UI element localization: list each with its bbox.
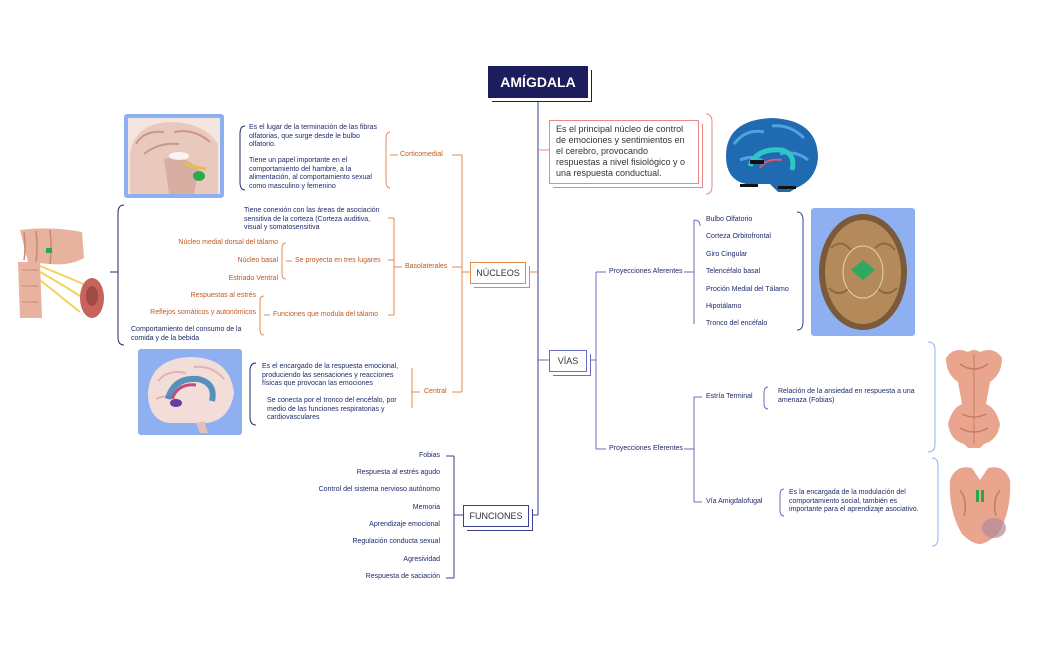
- modulates-label[interactable]: Funciones que modula del tálamo: [273, 311, 379, 318]
- aferente-item: Hipotálamo: [706, 303, 742, 310]
- funcion-item: Fobias: [418, 452, 440, 459]
- brain-limbic-image: [138, 349, 242, 435]
- corticomedial-label[interactable]: Corticomedial: [400, 151, 443, 158]
- projects-label[interactable]: Se proyecta en tres lugares: [295, 257, 381, 264]
- central-text-1: Es el encargado de la respuesta emociona…: [262, 363, 399, 388]
- funcion-item: Agresividad: [403, 556, 440, 563]
- basolaterales-connection: Tiene conexión con las áreas de asociaci…: [244, 207, 380, 232]
- aferente-item: Telencéfalo basal: [706, 268, 761, 275]
- project-item: Estriado Ventral: [228, 275, 278, 282]
- funciones-node[interactable]: FUNCIONES: [463, 505, 529, 527]
- aferente-item: Tronco del encéfalo: [706, 320, 768, 327]
- corticomedial-text-1: Es el lugar de la terminación de las fib…: [249, 124, 378, 149]
- amigdalofugal-text: Es la encargada de la modulación del com…: [789, 489, 919, 514]
- project-item: Núcleo basal: [237, 257, 278, 264]
- aferente-item: Giro Cingular: [706, 251, 748, 258]
- central-label[interactable]: Central: [424, 388, 447, 395]
- aferente-item: Corteza Orbitofrontal: [706, 233, 771, 240]
- brainstem-section-image: [946, 460, 1014, 546]
- brain-3d-image: [720, 114, 822, 194]
- corticomedial-text-2: Tiene un papel importante en el comporta…: [249, 157, 372, 190]
- project-item: Núcleo medial dorsal del tálamo: [178, 239, 278, 246]
- olfactory-pathway-image: [10, 226, 106, 322]
- estria-text: Relación de la ansiedad en respuesta a u…: [778, 388, 915, 404]
- aferentes-label[interactable]: Proyecciones Aferentes: [609, 268, 683, 275]
- estria-label[interactable]: Estría Terminal: [706, 393, 753, 400]
- modulates-item: Comportamiento del consumo de la comida …: [131, 326, 242, 342]
- central-text-2: Se conecta por el tronco del encéfalo, p…: [267, 397, 397, 422]
- funcion-item: Memoria: [412, 504, 440, 511]
- modulates-item: Respuestas al estrés: [190, 292, 256, 299]
- modulates-item: Reflejos somáticos y autonómicos: [150, 309, 256, 316]
- funcion-item: Aprendizaje emocional: [369, 521, 440, 528]
- definition-box[interactable]: Es el principal núcleo de control de emo…: [549, 120, 699, 184]
- funcion-item: Respuesta al estrés agudo: [356, 469, 440, 476]
- brain-sagittal-image: [124, 114, 224, 198]
- eferentes-label[interactable]: Proyecciones Eferentes: [609, 445, 683, 452]
- vias-node[interactable]: VÍAS: [549, 350, 587, 372]
- brain-axial-image: [811, 208, 915, 336]
- funcion-item: Control del sistema nervioso autónomo: [318, 486, 440, 493]
- brainstem-image: [940, 344, 1008, 450]
- funcion-item: Regulación conducta sexual: [352, 538, 440, 545]
- page-title[interactable]: AMÍGDALA: [488, 66, 588, 98]
- aferente-item: Proción Medial del Tálamo: [706, 286, 789, 293]
- aferente-item: Bulbo Olfatorio: [706, 216, 753, 223]
- funcion-item: Respuesta de saciación: [365, 573, 440, 580]
- basolaterales-label[interactable]: Basolaterales: [405, 263, 448, 270]
- nucleos-node[interactable]: NÚCLEOS: [470, 262, 526, 284]
- amigdalofugal-label[interactable]: Vía Amigdalofugal: [706, 498, 763, 505]
